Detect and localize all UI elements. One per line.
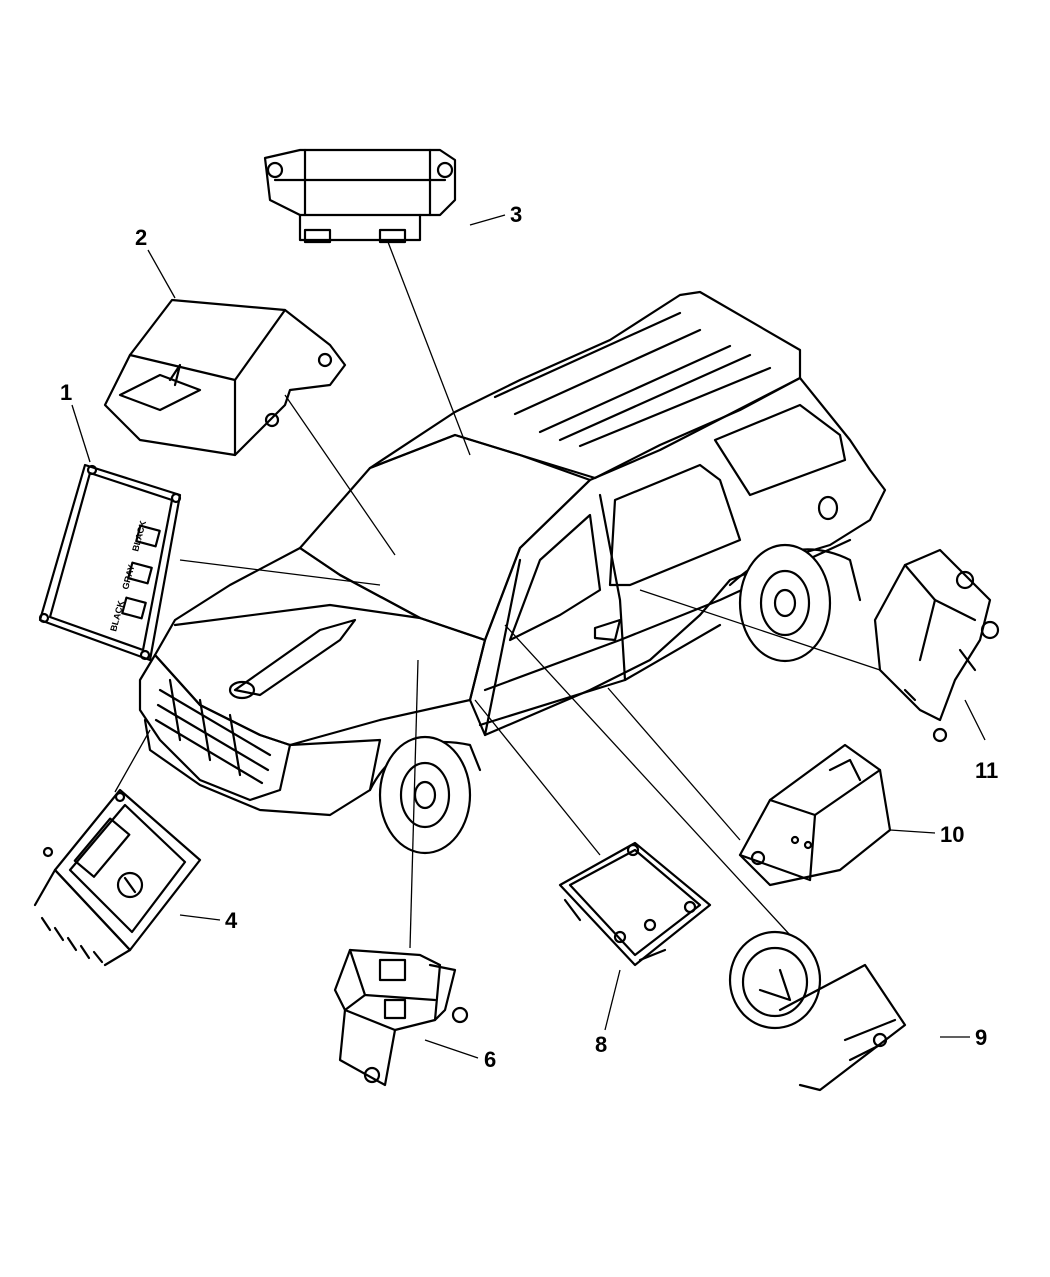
- connector-label-black-bottom: BLACK: [108, 599, 126, 632]
- leader-line-3: [469, 214, 506, 226]
- callout-10: 10: [940, 822, 964, 847]
- vehicle-illustration: [138, 290, 887, 855]
- part-8-module: [474, 699, 712, 1031]
- leader-line-1: [71, 404, 91, 463]
- part-10-module: [607, 687, 936, 887]
- part-3-overhead-module: [263, 148, 471, 456]
- connector-label-gray: GRAY: [120, 564, 136, 591]
- part-4-engine-module: [33, 729, 221, 967]
- part-2-airbag-module: [103, 298, 396, 556]
- callout-6: 6: [484, 1047, 496, 1072]
- callout-11: 11: [975, 758, 998, 783]
- leader-line-2: [147, 249, 176, 299]
- connector-label-black-top: BLACK: [130, 519, 148, 552]
- part-6-sensor-module: [333, 659, 479, 1087]
- callout-1: 1: [60, 380, 72, 405]
- callout-8: 8: [595, 1032, 607, 1057]
- part-9-siren-module: [504, 624, 970, 1092]
- callout-3: 3: [510, 202, 522, 227]
- callout-9: 9: [975, 1025, 987, 1050]
- callout-2: 2: [135, 225, 147, 250]
- part-1-control-module: BLACK GRAY BLACK: [38, 463, 381, 662]
- part-11-bracket-module: [639, 548, 1000, 743]
- callout-4: 4: [225, 908, 238, 933]
